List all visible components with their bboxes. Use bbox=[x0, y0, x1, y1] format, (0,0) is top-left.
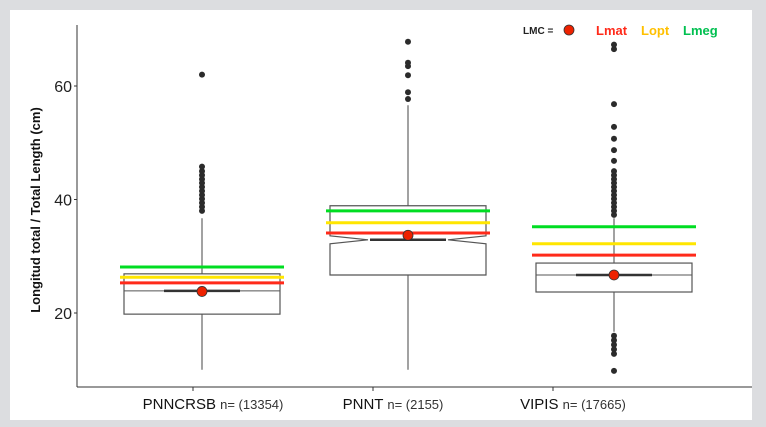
legend-lmc-label: LMC = bbox=[523, 26, 553, 37]
outlier-point bbox=[611, 123, 617, 130]
lmc-marker bbox=[402, 229, 414, 241]
outlier-point bbox=[611, 101, 617, 108]
outlier-point bbox=[199, 71, 205, 78]
y-tick-label: 40 bbox=[54, 193, 72, 210]
outlier-point bbox=[611, 168, 617, 175]
category-name: PNNT bbox=[343, 396, 388, 413]
outlier-point bbox=[611, 350, 617, 357]
outlier-point bbox=[611, 341, 617, 348]
outlier-point bbox=[611, 367, 617, 374]
box-pnncrsb bbox=[120, 71, 284, 370]
outlier-point bbox=[199, 163, 205, 170]
outlier-point bbox=[611, 157, 617, 164]
legend-lopt: Lopt bbox=[641, 23, 670, 38]
box-pnnt bbox=[326, 38, 490, 370]
outlier-point bbox=[611, 332, 617, 339]
outlier-point bbox=[405, 59, 411, 66]
sample-size: n= (2155) bbox=[387, 397, 443, 412]
y-axis-label: Longitud total / Total Length (cm) bbox=[28, 107, 43, 313]
outlier-point bbox=[611, 46, 617, 53]
outlier-point bbox=[611, 41, 617, 48]
box-vipis bbox=[532, 41, 696, 374]
legend-lmeg: Lmeg bbox=[683, 23, 718, 38]
x-tick-label: VIPIS n= (17665) bbox=[520, 396, 626, 413]
outlier-point bbox=[405, 72, 411, 79]
sample-size: n= (17665) bbox=[563, 397, 626, 412]
outlier-point bbox=[199, 168, 205, 175]
sample-size: n= (13354) bbox=[220, 397, 283, 412]
category-name: VIPIS bbox=[520, 396, 563, 413]
lmc-marker bbox=[608, 269, 620, 281]
x-tick-label: PNNCRSB n= (13354) bbox=[143, 396, 284, 413]
outlier-point bbox=[405, 89, 411, 96]
y-tick-label: 60 bbox=[54, 79, 72, 96]
outlier-point bbox=[611, 147, 617, 154]
outlier-point bbox=[611, 135, 617, 142]
category-name: PNNCRSB bbox=[143, 396, 221, 413]
outlier-point bbox=[405, 96, 411, 103]
lmc-marker bbox=[196, 286, 208, 297]
legend-lmat: Lmat bbox=[596, 23, 628, 38]
y-tick-label: 20 bbox=[54, 306, 72, 323]
x-tick-label: PNNT n= (2155) bbox=[343, 396, 444, 413]
outlier-point bbox=[611, 337, 617, 344]
outlier-point bbox=[405, 38, 411, 45]
outlier-point bbox=[611, 346, 617, 353]
legend-lmc-marker bbox=[563, 24, 575, 36]
